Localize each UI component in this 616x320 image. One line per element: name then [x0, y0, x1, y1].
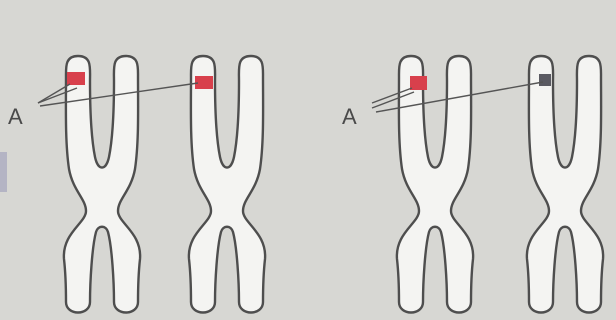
left-chromosome-pair: A — [8, 56, 265, 313]
label-a-left: A — [8, 104, 23, 129]
gene-band-chromosome-1 — [67, 72, 85, 85]
gene-band-chromosome-4 — [539, 74, 551, 86]
right-chromosome-pair: A — [342, 56, 603, 313]
chromosome-1 — [64, 56, 140, 313]
chromosome-4 — [527, 56, 603, 313]
gene-band-chromosome-3 — [410, 76, 427, 90]
label-a-right: A — [342, 104, 357, 129]
chromosome-2 — [189, 56, 265, 313]
